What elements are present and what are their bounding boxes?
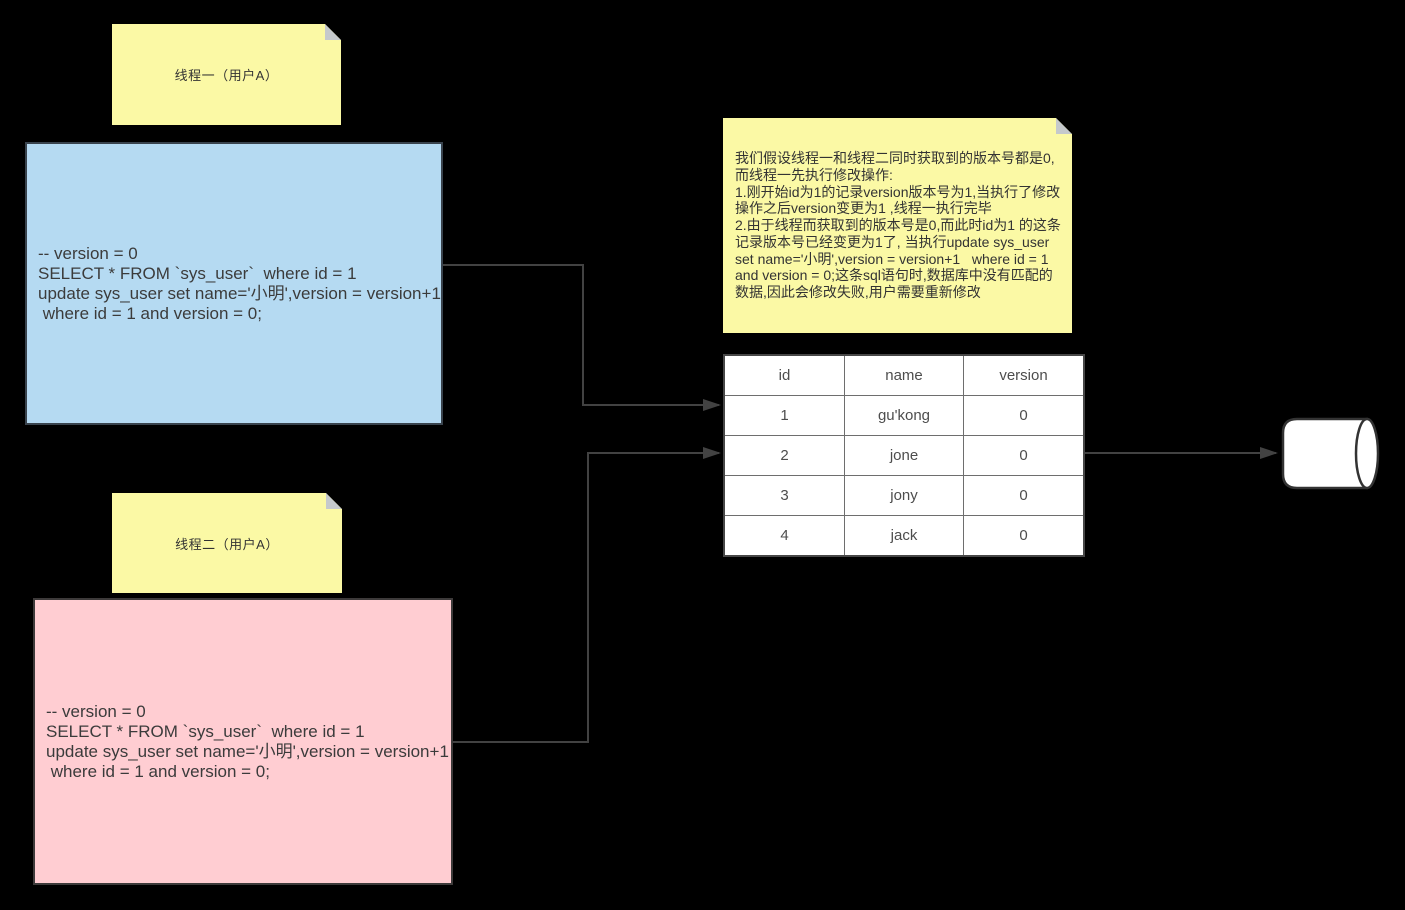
note-thread1-label: 线程一（用户A） (174, 68, 279, 83)
thread2-sql-box: -- version = 0 SELECT * FROM `sys_user` … (33, 598, 453, 885)
connector-thread1-to-table (443, 264, 721, 411)
table-cell: jony (844, 475, 964, 516)
explanation-line: 2.由于线程而获取到的版本号是0,而此时id为1 的这条 (735, 217, 1061, 234)
sql-line: where id = 1 and version = 0; (46, 761, 270, 781)
table-row: 3 jony 0 (723, 475, 1085, 516)
table-header-version: version (963, 354, 1085, 396)
explanation-line: 1.刚开始id为1的记录version版本号为1,当执行了修改 (735, 183, 1061, 200)
note-thread2: 线程二（用户A） (112, 493, 342, 593)
note-fold-corner-icon (325, 24, 341, 40)
note-thread2-label: 线程二（用户A） (175, 536, 279, 552)
explanation-line: set name='小明',version = version+1 where … (735, 250, 1049, 267)
table-row: 1 gu'kong 0 (723, 395, 1085, 436)
sql-line: SELECT * FROM `sys_user` where id = 1 (46, 721, 365, 741)
explanation-line: 记录版本号已经变更为1了, 当执行update sys_user (735, 233, 1050, 250)
table-row: 4 jack 0 (723, 515, 1085, 557)
explanation-line: 我们假设线程一和线程二同时获取到的版本号都是0, (735, 149, 1055, 166)
table-cell: jack (844, 515, 964, 557)
table-header-name: name (844, 354, 964, 396)
table-cell: jone (844, 435, 964, 476)
sql-line: -- version = 0 (46, 701, 146, 721)
explanation-line: 操作之后version变更为1 ,线程一执行完毕 (735, 200, 992, 217)
table-cell: 0 (963, 395, 1085, 436)
table-header-row: id name version (723, 354, 1085, 396)
thread1-sql-box: -- version = 0 SELECT * FROM `sys_user` … (25, 142, 443, 425)
table-cell: 0 (963, 435, 1085, 476)
sql-line: update sys_user set name='小明',version = … (38, 283, 441, 303)
sql-line: SELECT * FROM `sys_user` where id = 1 (38, 263, 357, 283)
table-header-id: id (723, 354, 845, 396)
sql-line: -- version = 0 (38, 243, 138, 263)
database-cylinder-icon (1280, 417, 1380, 490)
table-cell: 2 (723, 435, 845, 476)
sql-line: where id = 1 and version = 0; (38, 303, 262, 323)
explanation-line: and version = 0;这条sql语句时,数据库中没有匹配的 (735, 267, 1053, 284)
table-cell: gu'kong (844, 395, 964, 436)
note-fold-corner-icon (326, 493, 342, 509)
note-explanation: 我们假设线程一和线程二同时获取到的版本号都是0, 而线程一先执行修改操作: 1.… (723, 118, 1072, 333)
table-cell: 4 (723, 515, 845, 557)
note-fold-corner-icon (1056, 118, 1072, 134)
explanation-line: 而线程一先执行修改操作: (735, 166, 893, 183)
explanation-line: 数据,因此会修改失败,用户需要重新修改 (735, 284, 981, 301)
table-cell: 0 (963, 475, 1085, 516)
table-cell: 3 (723, 475, 845, 516)
table-cell: 0 (963, 515, 1085, 557)
table-row: 2 jone 0 (723, 435, 1085, 476)
note-thread1: 线程一（用户A） (112, 24, 341, 125)
sql-line: update sys_user set name='小明',version = … (46, 741, 449, 761)
sys-user-table: id name version 1 gu'kong 0 2 jone 0 3 j… (723, 354, 1085, 557)
connector-thread2-to-table (453, 447, 721, 743)
table-cell: 1 (723, 395, 845, 436)
